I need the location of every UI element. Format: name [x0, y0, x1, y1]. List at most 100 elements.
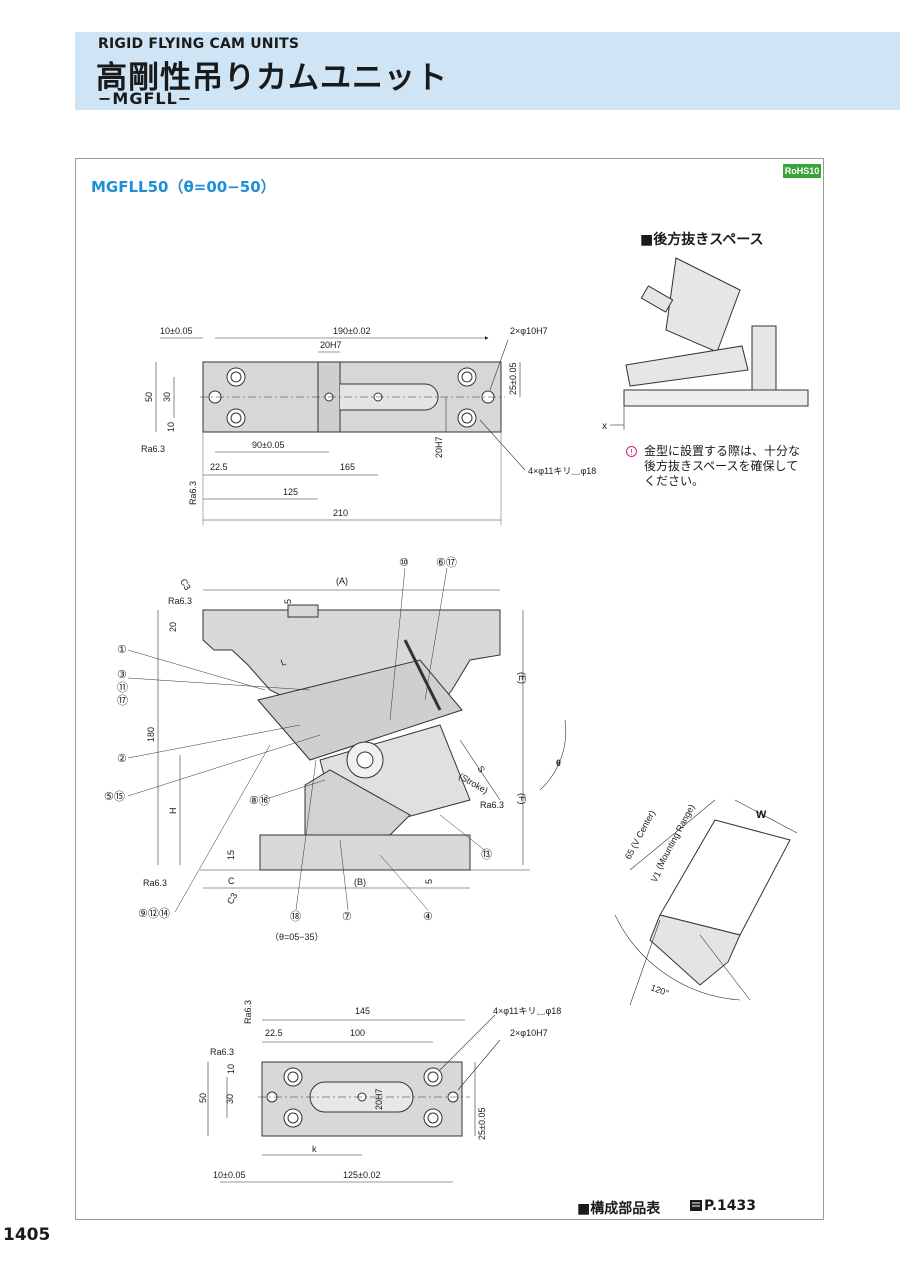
header-band	[75, 32, 900, 110]
reference-icon	[690, 1200, 702, 1211]
dim-C: C	[228, 876, 235, 886]
callout-18: ⑱	[290, 910, 301, 923]
dim-50-b: 50	[198, 1093, 208, 1103]
dim-20h7: 20H7	[320, 340, 342, 350]
callout-2: ②	[117, 753, 127, 765]
dim-15: 15	[226, 850, 236, 860]
dim-10-b: 10	[226, 1064, 236, 1074]
dim-210: 210	[333, 508, 348, 518]
dim-holes4: 4×φ11キリ␣φ18	[528, 466, 596, 476]
callout-7: ⑦	[342, 911, 352, 923]
dim-180: 180	[146, 727, 156, 742]
back-space-title: ■後方抜きスペース	[640, 232, 764, 248]
back-space-sketch	[610, 257, 809, 430]
callout-13: ⑬	[481, 848, 492, 861]
dim-W: W	[756, 809, 767, 821]
dim-5b: 5	[424, 879, 434, 884]
dim-v-center: 65 (V Center)	[623, 809, 657, 861]
dim-20-side: 20	[168, 622, 178, 632]
dim-L: L	[279, 657, 287, 668]
dim-v1: V1	[649, 870, 663, 884]
title-code: −MGFLL−	[98, 89, 193, 108]
note-line-3: ください。	[644, 474, 705, 488]
top-hole-3	[457, 367, 477, 387]
callout-6-17: ⑥⑰	[436, 556, 457, 569]
theta-label: θ	[556, 758, 561, 768]
top-hole-4	[457, 408, 477, 428]
ra-top-2: Ra6.3	[188, 481, 198, 505]
title-japanese: 高剛性吊りカムユニット	[96, 60, 448, 96]
side-view-callouts: ① ③ ⑪ ⑰ ② ⑤⑮ ⑧⑯ ⑨⑫⑭ ⑱ ⑦ ④ ⑬ ⑩ ⑥⑰	[104, 556, 492, 923]
top-hole-2	[226, 408, 246, 428]
dim-holes2-b: 2×φ10H7	[510, 1028, 548, 1038]
bottom-view	[207, 1014, 501, 1183]
side-view	[127, 567, 567, 913]
dim-F: (F)	[517, 793, 527, 805]
dim-E: (E)	[517, 672, 527, 684]
parts-list-reference: ■構成部品表	[577, 1201, 661, 1217]
dim-B: (B)	[354, 877, 366, 887]
top-view-dims: 10±0.05 190±0.02 20H7 2×φ10H7 25±0.05 50…	[141, 326, 596, 518]
dim-angle: 120°	[649, 982, 670, 998]
callout-3: ③	[117, 669, 127, 681]
top-hole-1	[226, 367, 246, 387]
dim-10: 10±0.05	[160, 326, 192, 336]
callout-1: ①	[117, 644, 127, 656]
reference-page-link[interactable]: P.1433	[704, 1198, 756, 1214]
callout-11: ⑪	[117, 681, 128, 694]
back-space-x: x	[602, 421, 607, 432]
dim-125-b: 125±0.02	[343, 1170, 380, 1180]
ra-bottom-top: Ra6.3	[243, 1000, 253, 1024]
dim-20h7v: 20H7	[434, 436, 444, 458]
c3-bottom: C3	[225, 891, 239, 906]
dim-90: 90±0.05	[252, 440, 284, 450]
bottom-view-dims: Ra6.3 145 4×φ11キリ␣φ18 22.5 100 2×φ10H7 R…	[198, 1000, 561, 1180]
dim-20h7-b: 20H7	[374, 1088, 384, 1110]
page-number: 1405	[3, 1225, 51, 1245]
back-space-note: 金型に設置する際は、十分な 後方抜きスペースを確保して ください。	[644, 444, 814, 489]
ra-side-mid: Ra6.3	[480, 800, 504, 810]
dim-H: H	[168, 808, 178, 815]
dim-22-5-b: 22.5	[265, 1028, 283, 1038]
angled-view	[614, 799, 798, 1006]
model-title: MGFLL50（θ=00−50）	[91, 178, 276, 196]
title-english: RIGID FLYING CAM UNITS	[98, 36, 300, 52]
dim-100: 100	[350, 1028, 365, 1038]
dim-145: 145	[355, 1006, 370, 1016]
note-line-2: 後方抜きスペースを確保して	[644, 459, 799, 473]
top-view	[155, 336, 526, 525]
ra-side-bottom: Ra6.3	[143, 878, 167, 888]
dim-165: 165	[340, 462, 355, 472]
drawing-frame	[75, 158, 824, 1220]
dim-125: 125	[283, 487, 298, 497]
ra-side-top: Ra6.3	[168, 596, 192, 606]
dim-190: 190±0.02	[333, 326, 370, 336]
dim-holes2: 2×φ10H7	[510, 326, 548, 336]
dim-S: S	[475, 764, 487, 774]
ra-top-1: Ra6.3	[141, 444, 165, 454]
callout-9-12-14: ⑨⑫⑭	[138, 907, 170, 920]
dim-mounting: (Mounting Range)	[654, 803, 697, 871]
ra-bottom-left: Ra6.3	[210, 1047, 234, 1057]
dim-10v: 10	[166, 422, 176, 432]
dim-holes4-b: 4×φ11キリ␣φ18	[493, 1006, 561, 1016]
note-line-1: 金型に設置する際は、十分な	[644, 444, 801, 458]
dim-10-05-b: 10±0.05	[213, 1170, 245, 1180]
dim-A: (A)	[336, 576, 348, 586]
callout-17: ⑰	[117, 694, 128, 707]
dim-k: k	[312, 1144, 317, 1154]
dim-30: 30	[162, 392, 172, 402]
dim-25: 25±0.05	[508, 363, 518, 395]
theta-range: （θ=05−35）	[270, 932, 324, 942]
rohs-badge: RoHS10	[783, 164, 821, 178]
dim-30-b: 30	[225, 1094, 235, 1104]
callout-4: ④	[423, 911, 433, 923]
callout-8-16: ⑧⑯	[249, 794, 270, 807]
callout-10: ⑩	[399, 557, 409, 569]
dim-50: 50	[144, 392, 154, 402]
caution-icon: !	[626, 446, 637, 457]
c3-top: C3	[178, 577, 192, 592]
dim-5: 5	[283, 599, 293, 604]
dim-25-b: 25±0.05	[477, 1108, 487, 1140]
